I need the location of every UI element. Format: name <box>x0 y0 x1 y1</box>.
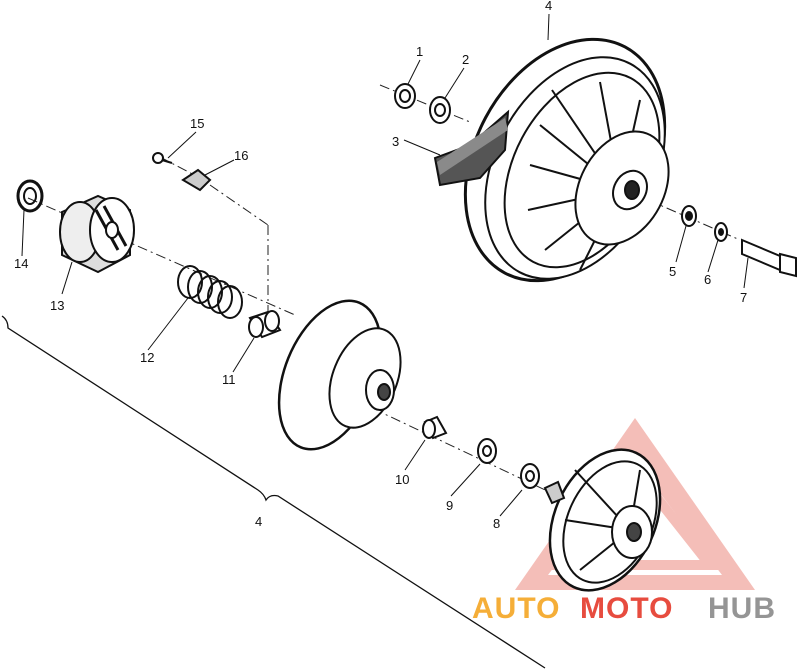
callout-12: 12 <box>140 350 154 365</box>
leader-lines <box>21 13 749 517</box>
snap-ring-part-14 <box>16 179 44 213</box>
washer-part-2 <box>429 96 451 124</box>
callout-2: 2 <box>462 52 469 67</box>
callout-9: 9 <box>446 498 453 513</box>
moveable-sheave <box>277 299 402 451</box>
callout-11: 11 <box>222 372 236 387</box>
callout-1: 1 <box>416 44 423 59</box>
watermark-text: AUTO MOTO HUB <box>472 592 776 625</box>
callout-4-bracket: 4 <box>255 514 262 529</box>
washer-part-1 <box>394 83 416 109</box>
washer-part-8 <box>520 463 540 489</box>
callout-4-top: 4 <box>545 0 552 13</box>
callout-7: 7 <box>740 290 747 305</box>
washer-part-6 <box>714 222 728 242</box>
assembly-bracket <box>1 315 546 669</box>
watermark-moto: MOTO <box>580 592 673 625</box>
drive-belt <box>433 109 510 187</box>
watermark-hub: HUB <box>708 592 776 625</box>
callout-16: 16 <box>234 148 248 163</box>
callout-15: 15 <box>190 116 204 131</box>
bushing-part-11 <box>248 310 282 339</box>
callout-labels: 1 2 3 4 5 6 7 8 9 10 11 12 13 14 15 16 4 <box>14 0 747 531</box>
roller-button-part-16 <box>181 168 212 192</box>
washer-part-9 <box>477 438 497 464</box>
callout-6: 6 <box>704 272 711 287</box>
callout-5: 5 <box>669 264 676 279</box>
callout-13: 13 <box>50 298 64 313</box>
callout-10: 10 <box>395 472 409 487</box>
callout-3: 3 <box>392 134 399 149</box>
callout-14: 14 <box>14 256 28 271</box>
spring-part-12 <box>177 265 243 319</box>
helix-cam-part-13 <box>59 194 135 274</box>
watermark-auto: AUTO <box>472 592 560 625</box>
callout-8: 8 <box>493 516 500 531</box>
fixed-sheave <box>543 448 662 592</box>
washer-part-5 <box>681 205 697 227</box>
bolt-part-7 <box>741 238 797 278</box>
screw-part-15 <box>152 152 173 164</box>
bushing-part-10 <box>422 415 448 440</box>
